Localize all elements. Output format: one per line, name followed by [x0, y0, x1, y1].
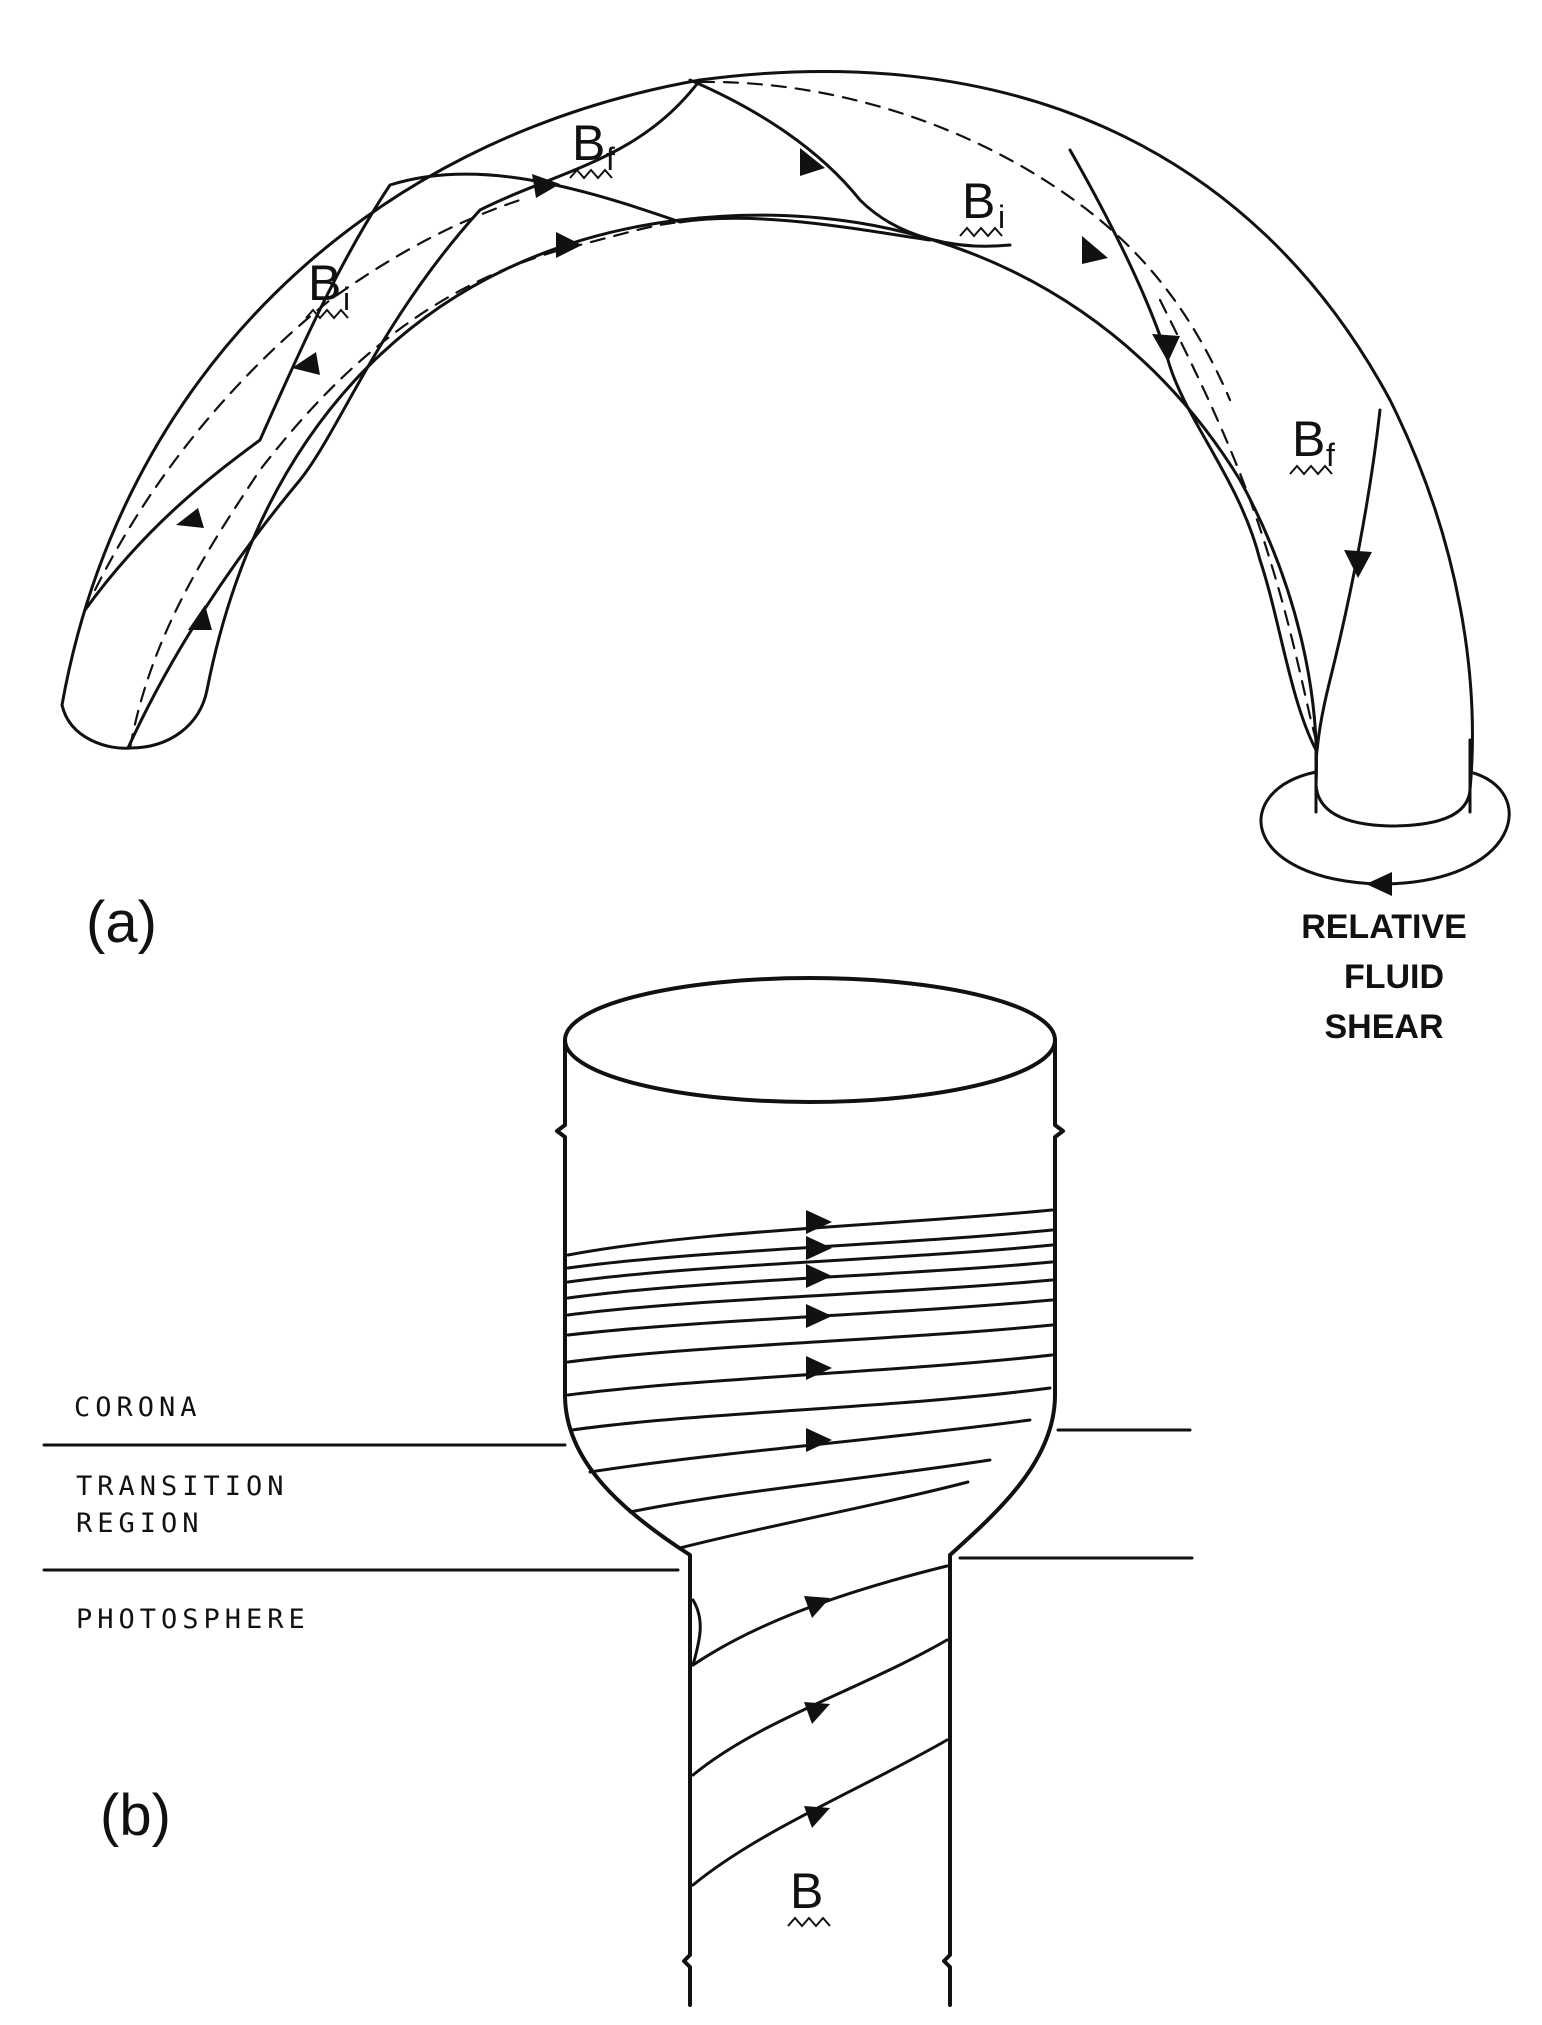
shear-label: RELATIVE FLUID SHEAR [1301, 908, 1467, 1046]
field-arrow-4 [532, 174, 560, 198]
field-arrow-9 [1344, 550, 1372, 578]
panel-a-coronal-loop: B i B f B i B f RELATIVE FLUID SHEAR [60, 70, 1511, 1046]
loop-right-foot-cap [1314, 783, 1472, 828]
field-line-initial-1 [128, 220, 682, 750]
tube-winding-5 [566, 1278, 1054, 1317]
svg-text:i: i [998, 199, 1005, 235]
tube-winding-4 [566, 1260, 1054, 1300]
svg-text:B: B [790, 1863, 823, 1919]
svg-text:f: f [1326, 437, 1335, 473]
tube-winding-3 [566, 1243, 1054, 1284]
layer-label-transition: TRANSITION [76, 1471, 289, 1502]
layer-label-region: REGION [76, 1508, 204, 1539]
panel-b-flux-tube: B CORONA TRANSITION REGION PHOTOSPHERE (… [42, 976, 1194, 2007]
svg-text:i: i [343, 281, 350, 317]
tube-winding-10 [588, 1418, 1032, 1474]
layer-label-photosphere: PHOTOSPHERE [76, 1604, 310, 1635]
tube-lower-left-wall [682, 1586, 692, 2007]
tube-winding-11 [628, 1458, 992, 1514]
tube-winding-2 [566, 1228, 1054, 1270]
tube-winding-1 [566, 1208, 1054, 1257]
tube-winding-12 [678, 1480, 970, 1550]
field-arrow-3 [292, 352, 320, 375]
field-label-bf-right: B f [1289, 411, 1335, 476]
svg-text:B: B [1292, 411, 1325, 467]
winding-arrow-5 [806, 1356, 832, 1380]
loop-outer-edge [60, 70, 1474, 792]
tube-left-wall [555, 1038, 692, 1590]
layer-label-corona: CORONA [74, 1392, 202, 1423]
field-label-bi-right: B i [959, 173, 1005, 238]
tube-winding-6 [566, 1298, 1054, 1337]
tube-right-wall [948, 1038, 1065, 1590]
svg-text:RELATIVE: RELATIVE [1301, 908, 1467, 946]
tube-field-label: B [787, 1863, 831, 1928]
panel-b-label: (b) [100, 1783, 171, 1848]
loop-inner-edge [205, 213, 1318, 787]
svg-text:SHEAR: SHEAR [1324, 1008, 1443, 1046]
tube-winding-9 [570, 1386, 1052, 1432]
tube-helix-1 [691, 1564, 949, 1667]
field-arrow-8 [1152, 334, 1180, 362]
helix-arrow-1 [804, 1596, 830, 1618]
svg-text:B: B [962, 173, 995, 229]
field-line-initial-3 [698, 80, 1232, 402]
field-arrow-2 [176, 508, 204, 528]
winding-arrow-3 [806, 1264, 832, 1288]
field-line-final-3 [688, 78, 1012, 248]
svg-text:B: B [308, 255, 341, 311]
winding-arrow-6 [806, 1428, 832, 1452]
tube-top-cap [563, 976, 1057, 1104]
field-label-bi-left: B i [305, 255, 350, 320]
field-line-initial-4 [1158, 298, 1318, 742]
panel-a-label: (a) [86, 890, 157, 955]
winding-arrow-4 [806, 1304, 832, 1328]
field-line-final-4 [1068, 148, 1318, 752]
field-line-final-5 [1314, 408, 1382, 762]
field-arrow-6 [800, 148, 825, 176]
loop-left-foot [60, 688, 209, 750]
shear-arrow [1366, 872, 1392, 896]
field-arrow-5 [556, 232, 582, 258]
tube-winding-8 [566, 1353, 1054, 1397]
field-line-final-1 [126, 78, 702, 750]
field-line-final-2 [83, 172, 932, 612]
field-line-initial-2 [93, 198, 522, 592]
svg-text:B: B [572, 115, 605, 171]
tube-lower-right-wall [942, 1586, 952, 2007]
svg-text:f: f [606, 141, 615, 177]
fluid-shear-ring [1259, 770, 1511, 896]
winding-arrow-2 [806, 1236, 832, 1260]
winding-arrow-1 [806, 1210, 832, 1234]
field-arrow-7 [1082, 236, 1108, 264]
tube-helix-4 [691, 1598, 702, 1667]
tube-winding-7 [566, 1323, 1054, 1364]
helix-arrow-2 [804, 1702, 830, 1724]
svg-text:FLUID: FLUID [1344, 958, 1444, 996]
helix-arrow-3 [804, 1806, 830, 1828]
field-label-bf-top: B f [569, 115, 615, 180]
field-arrow-1 [188, 605, 212, 630]
